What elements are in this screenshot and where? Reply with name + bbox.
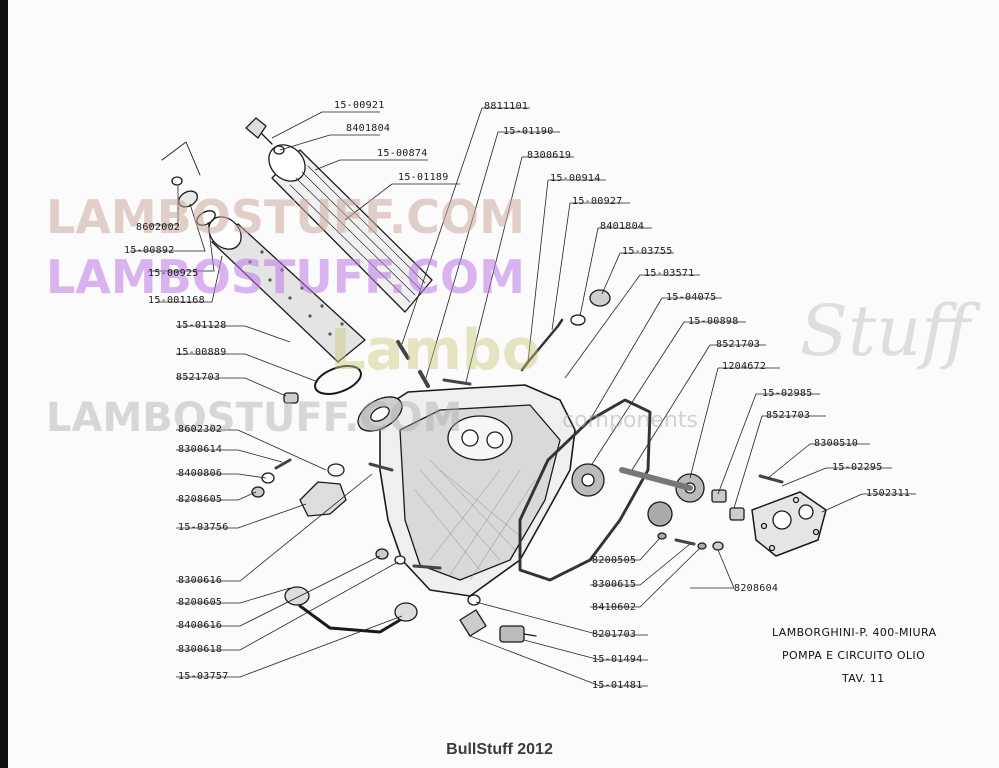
label-8300616: 8300616 xyxy=(178,575,223,586)
pin-left xyxy=(274,458,292,470)
filter-cartridge xyxy=(208,216,366,363)
label-8208605: 8208605 xyxy=(178,494,223,505)
lower-stud xyxy=(412,564,442,570)
nut-left xyxy=(251,486,265,498)
label-8400616: 8400616 xyxy=(178,620,223,631)
nut-b xyxy=(697,542,707,550)
cover-pin xyxy=(758,474,784,484)
label-15-00921: 15-00921 xyxy=(334,100,385,111)
label-8201703: 8201703 xyxy=(592,629,637,640)
pressure-sender xyxy=(459,594,537,643)
title-line-3: TAV. 11 xyxy=(842,672,885,685)
label-15-00892: 15-00892 xyxy=(124,245,175,256)
label-15-00927: 15-00927 xyxy=(572,196,623,207)
footer-credit: BullStuff 2012 xyxy=(446,741,553,758)
label-8300510: 8300510 xyxy=(814,438,859,449)
label-1502311: 1502311 xyxy=(866,488,911,499)
label-15-00874: 15-00874 xyxy=(377,148,428,159)
dowel-a xyxy=(657,532,667,540)
label-15-00925: 15-00925 xyxy=(148,268,199,279)
label-15-01128: 15-01128 xyxy=(176,320,227,331)
label-15-04075: 15-04075 xyxy=(666,292,717,303)
fitting-ring xyxy=(327,463,345,477)
stud-3 xyxy=(442,378,472,386)
banjo-fitting xyxy=(299,481,347,517)
label-8401804-top: 8401804 xyxy=(346,123,391,134)
label-8401804-right: 8401804 xyxy=(600,221,645,232)
drive-gear xyxy=(571,463,605,497)
gear-shaft xyxy=(619,467,693,491)
dowel-b xyxy=(674,538,696,546)
label-8602002: 8602002 xyxy=(136,222,181,233)
washer-left xyxy=(261,472,275,484)
label-15-001168: 15-001168 xyxy=(148,295,205,306)
label-15-02985: 15-02985 xyxy=(762,388,813,399)
title-line-1: LAMBORGHINI-P. 400-MIURA xyxy=(772,626,937,639)
spring-ring xyxy=(196,210,216,226)
o-ring xyxy=(314,365,362,395)
bush-2 xyxy=(729,507,745,521)
label-8521703-mid: 8521703 xyxy=(716,339,761,350)
stud-2 xyxy=(418,370,430,388)
label-8300618: 8300618 xyxy=(178,644,223,655)
label-8200505: 8200505 xyxy=(592,555,637,566)
watermark-3: LAMBOSTUFF.COM xyxy=(46,395,463,441)
small-seal xyxy=(171,176,183,186)
label-8200605: 8200605 xyxy=(178,597,223,608)
watermark-5: Stuff xyxy=(800,290,971,372)
label-15-03755: 15-03755 xyxy=(622,246,673,257)
relief-valve xyxy=(520,289,611,372)
label-8521703-left: 8521703 xyxy=(176,372,221,383)
leader-lines xyxy=(130,107,916,687)
bush-1 xyxy=(711,489,727,503)
label-8300619: 8300619 xyxy=(527,150,572,161)
pump-gasket xyxy=(518,398,652,582)
label-8602302: 8602302 xyxy=(178,424,223,435)
plug xyxy=(283,392,299,404)
scan-edge xyxy=(0,0,8,768)
pump-cover xyxy=(751,491,827,557)
label-8300614: 8300614 xyxy=(178,444,223,455)
oil-filter-housing xyxy=(268,144,433,313)
label-8208604: 8208604 xyxy=(734,583,779,594)
watermark-1: LAMBOSTUFF.COM xyxy=(46,190,525,244)
flat-washer xyxy=(178,190,198,208)
label-15-00898: 15-00898 xyxy=(688,316,739,327)
label-1204672: 1204672 xyxy=(722,361,767,372)
label-15-03757: 15-03757 xyxy=(178,671,229,682)
watermark-2: LAMBOSTUFF.COM xyxy=(46,250,525,304)
watermark-4: Lambo xyxy=(330,318,541,383)
small-gear xyxy=(647,501,673,527)
nut-c xyxy=(712,541,724,551)
label-8400806: 8400806 xyxy=(178,468,223,479)
label-8521703-right: 8521703 xyxy=(766,410,811,421)
label-15-01190: 15-01190 xyxy=(503,126,554,137)
label-15-01189: 15-01189 xyxy=(398,172,449,183)
label-15-01481: 15-01481 xyxy=(592,680,643,691)
label-15-03756: 15-03756 xyxy=(178,522,229,533)
watermark-6: components xyxy=(562,408,698,433)
label-15-01494: 15-01494 xyxy=(592,654,643,665)
label-15-00914: 15-00914 xyxy=(550,173,601,184)
label-8410602: 8410602 xyxy=(592,602,637,613)
housing-bolt xyxy=(245,117,285,155)
stud-4 xyxy=(368,462,394,472)
label-8300615: 8300615 xyxy=(592,579,637,590)
label-15-03571: 15-03571 xyxy=(644,268,695,279)
stud-1 xyxy=(396,340,410,360)
label-15-00889: 15-00889 xyxy=(176,347,227,358)
label-15-02295: 15-02295 xyxy=(832,462,883,473)
label-8811101: 8811101 xyxy=(484,101,529,112)
title-line-2: POMPA E CIRCUITO OLIO xyxy=(782,649,926,662)
